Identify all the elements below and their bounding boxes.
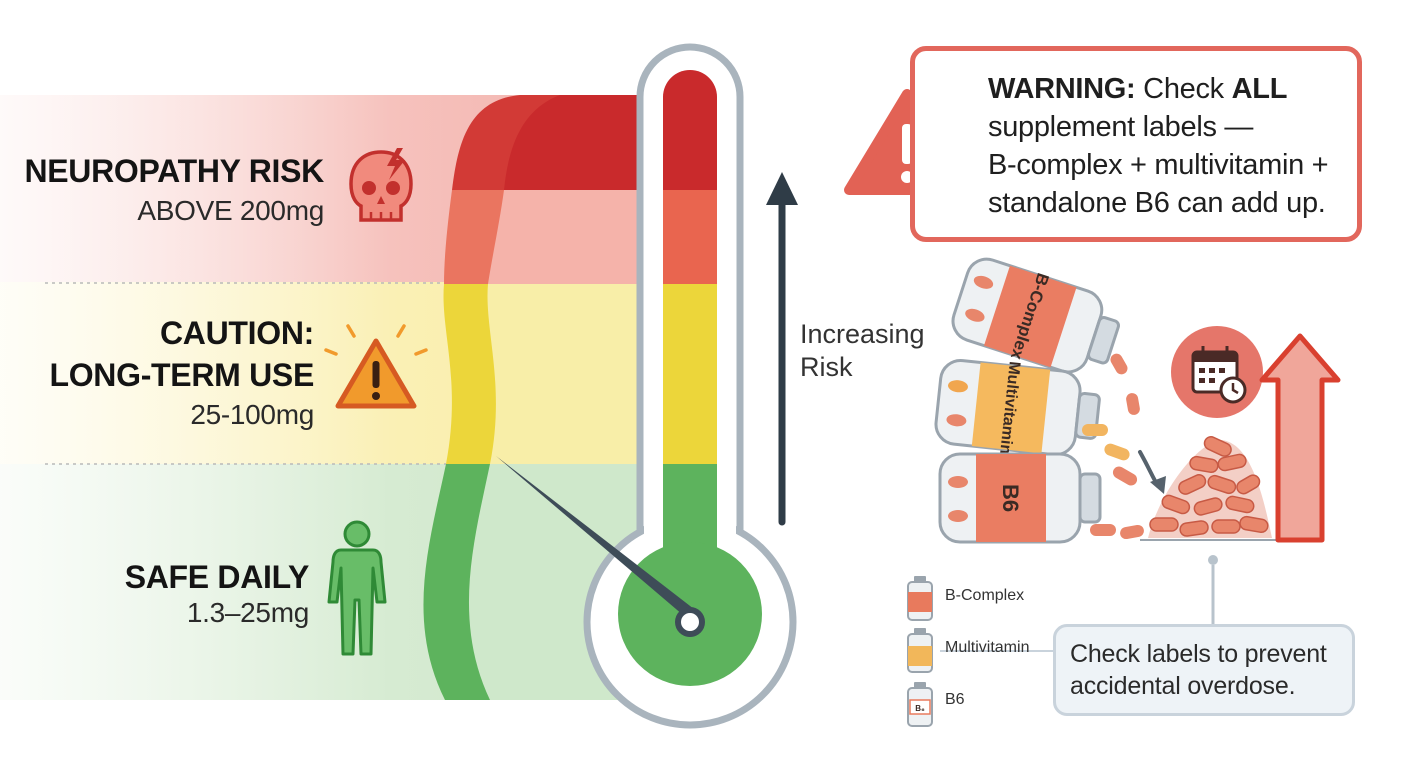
- legend-label-b-complex: B-Complex: [945, 587, 1025, 604]
- needle-pivot: [675, 607, 705, 637]
- tube-yellow: [663, 284, 717, 464]
- legend-label-multivitamin: Multivitamin: [945, 639, 1030, 656]
- wave-yellow-inner: [487, 284, 650, 464]
- increasing-risk-arrow: [766, 172, 798, 526]
- bottle-b-complex: B-Complex: [951, 257, 1120, 374]
- warning-triangle-icon: [324, 324, 428, 409]
- legend-bottle-multivitamin: [907, 628, 933, 673]
- warning-label: WARNING:: [988, 73, 1136, 105]
- warning-line2: supplement labels —: [988, 111, 1254, 143]
- legend: B₆: [907, 576, 1053, 727]
- increasing-risk-label: Increasing Risk: [800, 318, 925, 384]
- bottle-label: B6: [998, 484, 1023, 512]
- check-labels-callout: [1053, 624, 1355, 716]
- warning-line3: B-complex + multivitamin +: [988, 149, 1329, 181]
- legend-b6-mark: B₆: [915, 704, 925, 713]
- tube-red: [663, 70, 717, 190]
- callout-text: Check labels to prevent accidental overd…: [1070, 638, 1327, 702]
- risk-wave: [423, 95, 650, 700]
- warning-all: ALL: [1231, 73, 1288, 105]
- spill-arrowhead: [1150, 476, 1166, 494]
- warning-text: WARNING: Check ALL supplement labels — B…: [988, 70, 1329, 222]
- warning-line1: Check: [1135, 73, 1232, 105]
- wave-red-inner: [504, 95, 650, 190]
- rising-arrow: [1259, 333, 1341, 543]
- increasing-risk-line1: Increasing: [800, 319, 925, 349]
- thermometer-needle: [496, 456, 694, 615]
- callout-line1: Check labels to prevent: [1070, 640, 1327, 668]
- thermometer: [496, 43, 797, 729]
- bottle-multivitamin: Multivitamin: [934, 358, 1101, 457]
- wave-coral-inner: [488, 190, 650, 284]
- safe-daily-title: SAFE DAILY: [124, 559, 310, 595]
- legend-label-b6: B6: [945, 691, 965, 708]
- legend-bottle-b6: B₆: [907, 682, 933, 727]
- legend-bottle-b-complex: [907, 576, 933, 621]
- caution-range: 25-100mg: [190, 399, 314, 430]
- warning-box: [910, 46, 1362, 242]
- tube-coral: [663, 190, 717, 284]
- pill-pile: [1148, 436, 1272, 538]
- calendar-clock-icon: [1171, 326, 1263, 418]
- human-figure-icon: [327, 520, 387, 656]
- skull-icon: [349, 148, 413, 222]
- neuropathy-risk-title: NEUROPATHY RISK: [24, 153, 324, 189]
- safe-daily-range: 1.3–25mg: [186, 597, 309, 628]
- caution-subtitle: LONG-TERM USE: [49, 357, 314, 393]
- bottle-b6: B6: [938, 452, 1102, 544]
- callout-line2: accidental overdose.: [1070, 672, 1296, 700]
- lightning-icon: [387, 148, 405, 180]
- spilled-pills: [1082, 353, 1144, 540]
- connector-dot: [1208, 555, 1218, 565]
- neuropathy-risk-range: ABOVE 200mg: [137, 195, 324, 226]
- warning-line4: standalone B6 can add up.: [988, 187, 1326, 219]
- caution-title: CAUTION:: [159, 315, 314, 351]
- increasing-risk-line2: Risk: [800, 352, 853, 382]
